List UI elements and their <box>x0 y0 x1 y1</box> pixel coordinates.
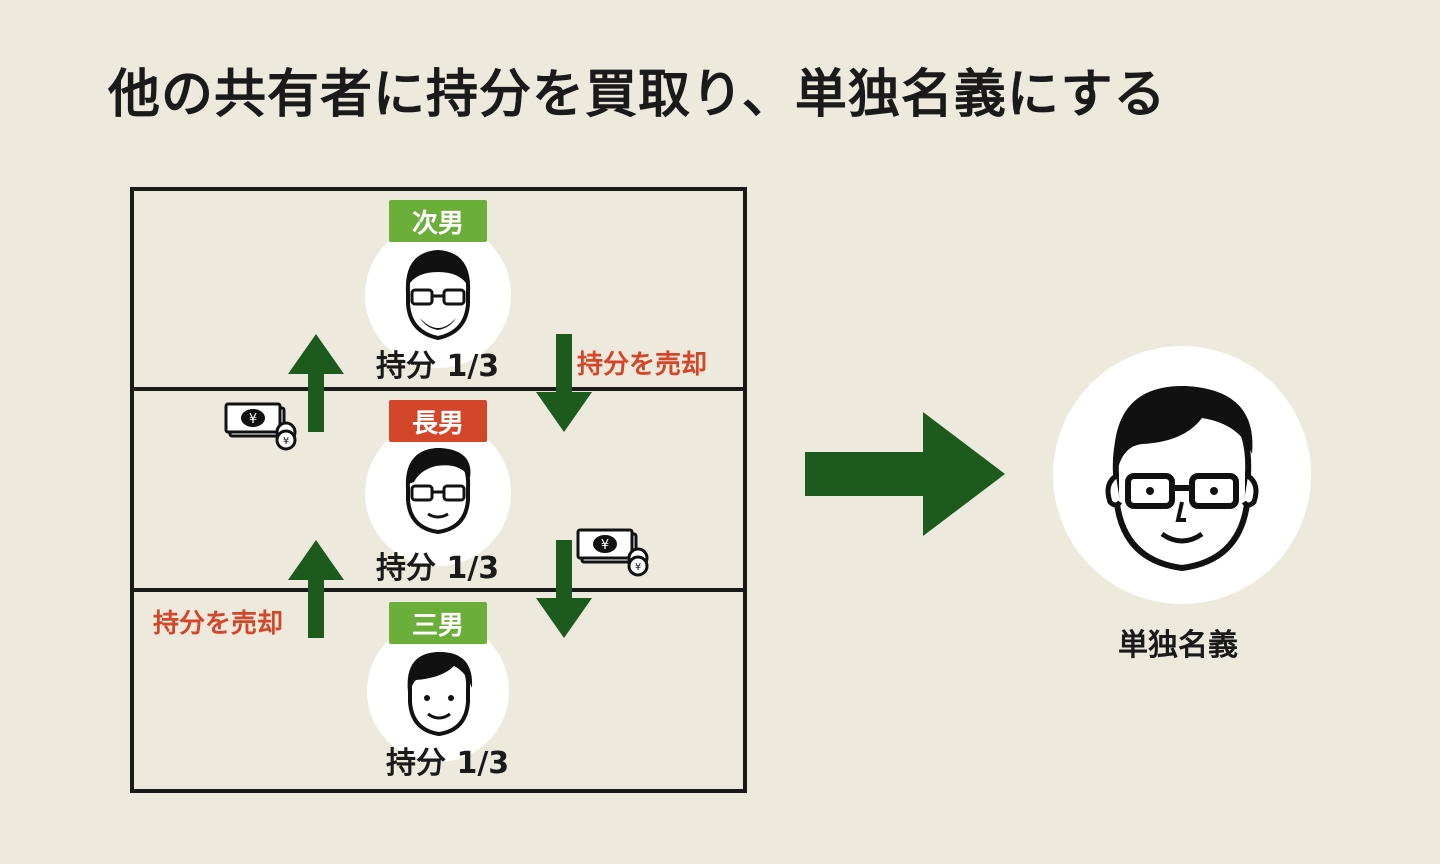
owner-share-chonan: 持分 1/3 <box>376 551 500 586</box>
young-man-icon <box>407 651 473 737</box>
money-icon: ¥ ¥ <box>576 528 649 577</box>
owner-share-sannan: 持分 1/3 <box>386 746 510 781</box>
svg-text:¥: ¥ <box>249 412 257 427</box>
man-glasses-icon <box>1105 385 1259 572</box>
row-divider <box>130 588 747 592</box>
ownership-box <box>130 187 747 793</box>
down-arrow-icon <box>536 334 592 432</box>
page-title: 他の共有者に持分を買取り、単独名義にする <box>108 65 1167 125</box>
down-arrow-icon <box>536 540 592 638</box>
svg-text:¥: ¥ <box>635 562 641 573</box>
svg-text:¥: ¥ <box>601 538 609 553</box>
svg-text:¥: ¥ <box>283 436 289 447</box>
owner-badge-jinan: 次男 <box>389 200 487 242</box>
owner-share-jinan: 持分 1/3 <box>376 349 500 384</box>
owner-badge-sannan: 三男 <box>389 602 487 644</box>
sell-label-jinan: 持分を売却 <box>577 350 708 380</box>
up-arrow-icon <box>288 334 344 432</box>
up-arrow-icon <box>288 540 344 638</box>
sole-ownership-label: 単独名義 <box>1118 628 1238 663</box>
owner-badge-chonan: 長男 <box>389 400 487 442</box>
right-arrow-icon <box>805 412 1005 536</box>
man-glasses-beard-icon <box>405 249 471 341</box>
row-divider <box>130 387 747 391</box>
money-icon: ¥ ¥ <box>224 402 297 451</box>
sell-label-sannan: 持分を売却 <box>153 609 284 639</box>
man-glasses-icon <box>405 447 471 535</box>
